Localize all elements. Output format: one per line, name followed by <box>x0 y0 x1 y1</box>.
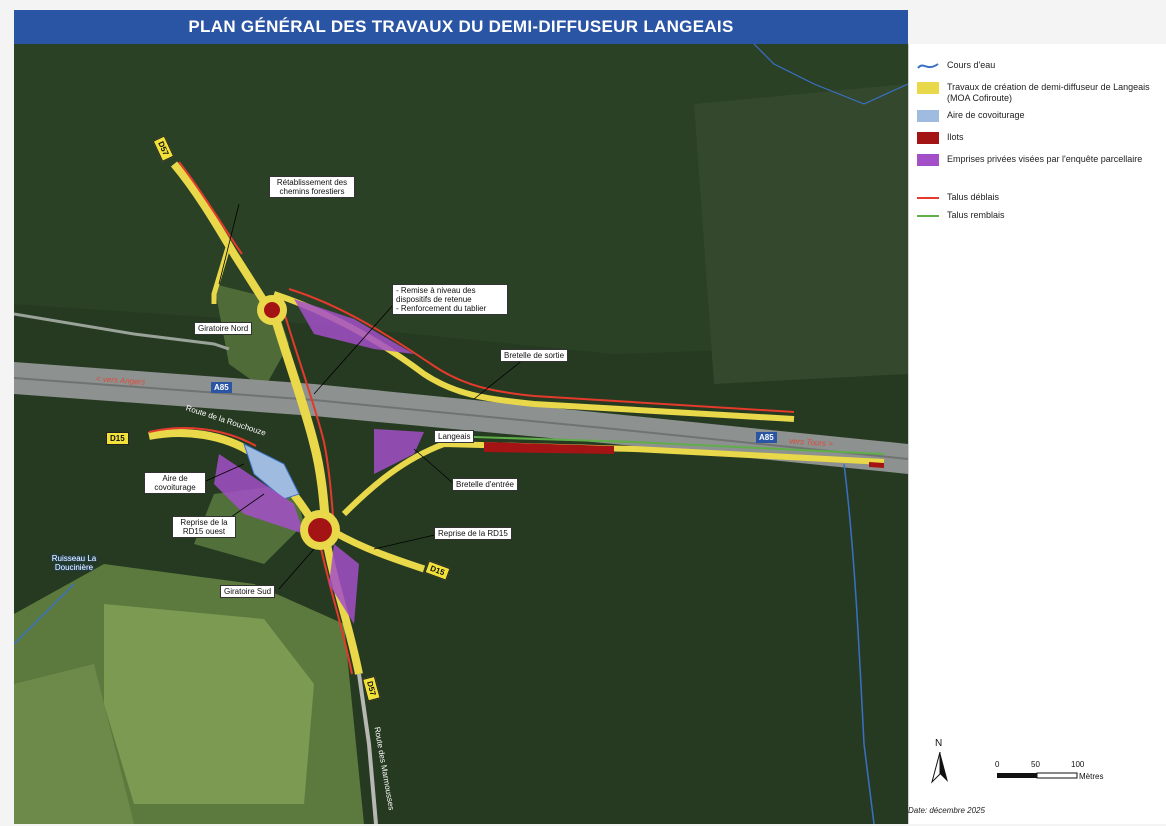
legend-item-travaux: Travaux de création de demi-diffuseur de… <box>917 82 1157 104</box>
d57-south-talus <box>318 538 353 675</box>
legend-label: Talus remblais <box>947 210 1005 220</box>
legend-label: Ilots <box>947 132 964 142</box>
label-retablissement: Rétablissement des chemins forestiers <box>269 176 355 198</box>
page-title: PLAN GÉNÉRAL DES TRAVAUX DU DEMI-DIFFUSE… <box>14 10 908 44</box>
legend-label: Aire de covoiturage <box>947 110 1025 120</box>
forest-texture <box>14 44 908 354</box>
emprise-north <box>294 299 414 354</box>
motorway-centerline <box>14 377 908 460</box>
leader-remise <box>313 303 395 395</box>
tag-d15-west: D15 <box>106 432 129 445</box>
leader-covoiturage <box>198 463 245 485</box>
scale-tick-50: 50 <box>1031 760 1040 769</box>
exit-ramp-talus <box>288 288 795 413</box>
legend-label: Emprises privées visées par l'enquête pa… <box>947 154 1143 164</box>
red-fill-icon <box>917 132 939 144</box>
d57-south-road <box>357 673 378 824</box>
entry-ramp-works <box>341 440 885 517</box>
legend-item-talus-deblais: Talus déblais <box>917 192 999 203</box>
label-ruisseau: Ruisseau La Doucinière <box>51 554 97 572</box>
legend-label: Cours d'eau <box>947 60 996 70</box>
ilot-entry <box>484 442 614 454</box>
label-bretelle-entree: Bretelle d'entrée <box>452 478 519 491</box>
stream-east <box>843 463 875 824</box>
label-renforcement-line: - Renforcement du tablier <box>396 304 487 313</box>
north-label: N <box>935 738 943 749</box>
a85-shield-west: A85 <box>211 382 232 393</box>
leader-giratoire-sud <box>278 548 315 590</box>
main-axis-talus <box>283 311 335 530</box>
legend-item-cours-eau: Cours d'eau <box>917 60 995 72</box>
label-reprise-rd15-ouest: Reprise de la RD15 ouest <box>172 516 236 538</box>
label-giratoire-nord: Giratoire Nord <box>194 322 253 335</box>
scale-tick-0: 0 <box>995 760 1000 769</box>
blue-fill-icon <box>917 110 939 122</box>
field-area-3 <box>14 664 134 824</box>
main-axis <box>269 312 331 530</box>
legend-item-talus-remblais: Talus remblais <box>917 210 1005 221</box>
label-giratoire-sud: Giratoire Sud <box>220 585 276 598</box>
giratoire-sud-island <box>308 518 332 542</box>
yellow-fill-icon <box>917 82 939 94</box>
covoiturage-area <box>243 443 300 500</box>
legend-label: Travaux de création de demi-diffuseur de… <box>947 82 1150 103</box>
label-reprise-rd15: Reprise de la RD15 <box>434 527 512 540</box>
date-label: Date: décembre 2025 <box>908 806 985 815</box>
label-bretelle-sortie: Bretelle de sortie <box>500 349 569 362</box>
stream-west <box>14 583 75 645</box>
field-area-2 <box>104 604 314 804</box>
emprise-south <box>329 544 359 624</box>
scale-bar <box>997 772 1078 779</box>
forest-texture-right <box>694 84 908 384</box>
legend-label: Talus déblais <box>947 192 1000 202</box>
green-line-icon <box>917 215 939 217</box>
purple-fill-icon <box>917 154 939 166</box>
water-line-icon <box>917 63 939 69</box>
label-remise-niveau: - Remise à niveau des dispositifs de ret… <box>392 284 508 315</box>
leader-sortie <box>473 358 525 400</box>
ilot-east <box>869 462 884 468</box>
emprise-entry <box>374 429 424 474</box>
legend-item-emprises: Emprises privées visées par l'enquête pa… <box>917 154 1157 166</box>
d57-south <box>322 538 363 675</box>
d15-east <box>332 528 426 573</box>
a85-shield-east: A85 <box>756 432 777 443</box>
d57-north-talus <box>178 161 243 255</box>
emprise-west <box>214 454 304 534</box>
scale-tick-100: 100 <box>1071 760 1085 769</box>
north-arrow-icon <box>931 752 948 784</box>
label-remise-line: - Remise à niveau des dispositifs de ret… <box>396 286 476 304</box>
forest-path-branch <box>211 243 232 304</box>
legend-item-covoiturage: Aire de covoiturage <box>917 110 1025 122</box>
legend-item-ilots: Ilots <box>917 132 964 144</box>
giratoire-nord-island <box>264 302 280 318</box>
red-line-icon <box>917 197 939 199</box>
label-aire-covoiturage: Aire de covoiturage <box>144 472 206 494</box>
leader-entree <box>413 448 455 485</box>
leader-reprise <box>373 533 440 550</box>
entry-ramp-talus <box>473 436 885 455</box>
scale-unit: Mètres <box>1079 772 1104 781</box>
d15-west-talus <box>148 427 257 447</box>
leader-retablissement <box>218 203 240 285</box>
label-langeais: Langeais <box>434 430 475 443</box>
stream-north <box>753 44 908 105</box>
local-road-west <box>14 312 230 351</box>
d57-north <box>170 161 275 316</box>
map-view[interactable]: Rétablissement des chemins forestiers Gi… <box>14 44 908 824</box>
legend-panel: Cours d'eau Travaux de création de demi-… <box>908 44 1166 824</box>
motorway-a85 <box>14 362 908 474</box>
